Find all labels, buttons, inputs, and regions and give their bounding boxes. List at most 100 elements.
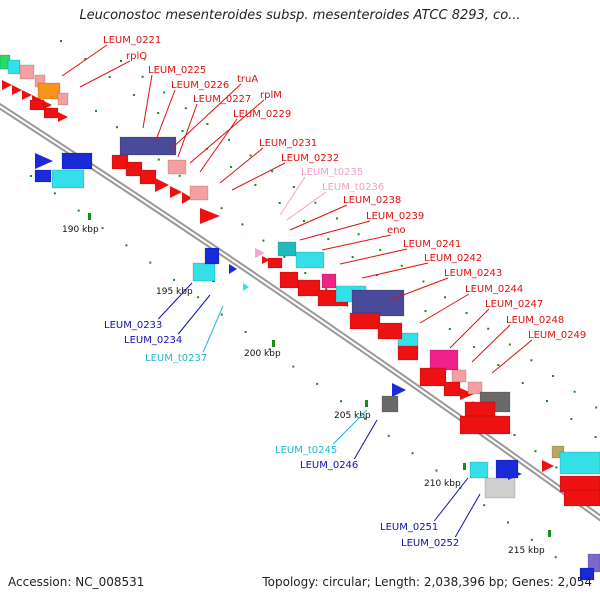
tick-dot: [552, 375, 554, 377]
leader-line: [471, 324, 511, 363]
gene-block: [469, 461, 489, 479]
map-title: Leuconostoc mesenteroides subsp. mesente…: [79, 8, 521, 23]
gene-label-leum-0244: LEUM_0244: [465, 284, 523, 295]
gene-label-leum-0234: LEUM_0234: [124, 335, 182, 346]
tick-dot: [95, 110, 97, 112]
gene-block: [29, 99, 45, 111]
gene-label-leum-0251: LEUM_0251: [380, 522, 438, 533]
leader-line: [202, 305, 224, 353]
tick-dot: [424, 310, 427, 312]
gene-block: [429, 349, 459, 371]
tick-dot: [220, 313, 223, 316]
tick-dot: [149, 261, 152, 264]
gene-block: [125, 161, 143, 177]
gene-label-leum-t0235: LEUM_t0235: [301, 167, 363, 178]
gene-arrow: [42, 100, 52, 110]
leader-line: [339, 248, 408, 265]
gene-arrow: [58, 112, 68, 122]
tick-dot: [521, 382, 524, 384]
gene-label-leum-0242: LEUM_0242: [424, 253, 482, 264]
gene-label-leum-t0245: LEUM_t0245: [275, 445, 337, 456]
leader-line: [449, 308, 490, 349]
gene-block: [459, 415, 511, 435]
tick-dot: [184, 107, 187, 110]
topology-summary: Topology: circular; Length: 2,038,396 bp…: [262, 575, 592, 589]
tick-dot: [357, 233, 360, 236]
tick-dot: [387, 434, 390, 437]
gene-arrow: [155, 178, 169, 192]
tick-dot: [125, 244, 128, 247]
gene-arrow: [229, 264, 237, 274]
gene-arrow: [262, 256, 270, 264]
tick-dot: [249, 154, 252, 157]
tick-dot: [53, 192, 56, 195]
gene-block: [467, 381, 483, 395]
gene-label-leum-0221: LEUM_0221: [103, 35, 161, 46]
tick-dot: [314, 201, 317, 204]
gene-block: [397, 345, 419, 361]
tick-dot: [363, 417, 366, 420]
gene-label-rplm: rplM: [260, 90, 282, 101]
gene-block: [192, 262, 216, 282]
tick-dot: [241, 223, 244, 226]
leader-line: [199, 118, 238, 173]
tick-dot: [435, 469, 438, 472]
tick-dot: [120, 60, 122, 62]
tick-dot: [292, 186, 295, 188]
tick-dot: [487, 327, 490, 330]
tick-dot: [173, 278, 176, 281]
gene-arrow: [460, 388, 474, 400]
tick-label: 210 kbp: [424, 479, 461, 489]
tick-dot: [30, 175, 32, 177]
gene-arrow: [2, 80, 12, 90]
leader-line: [189, 99, 265, 164]
tick-dot: [220, 207, 223, 210]
tick-dot: [228, 138, 230, 141]
gene-block: [204, 247, 220, 265]
gene-label-leum-0248: LEUM_0248: [506, 315, 564, 326]
gene-block: [167, 159, 187, 175]
leader-line: [169, 83, 242, 151]
gene-label-leum-0241: LEUM_0241: [403, 239, 461, 250]
gene-block: [443, 381, 461, 397]
gene-label-leum-0246: LEUM_0246: [300, 460, 358, 471]
leader-line: [361, 262, 429, 279]
gene-arrow: [12, 85, 22, 95]
major-tick: [88, 213, 91, 220]
tick-dot: [157, 158, 160, 161]
leader-line: [299, 220, 371, 241]
tick-dot: [271, 170, 274, 173]
tick-dot: [304, 272, 307, 274]
tick-dot: [497, 364, 500, 366]
gene-block: [37, 82, 61, 100]
tick-label: 205 kbp: [334, 411, 371, 421]
tick-dot: [422, 280, 425, 283]
leader-line: [321, 234, 392, 251]
tick-dot: [268, 348, 271, 351]
gene-label-rplq: rplQ: [126, 51, 147, 62]
leader-line: [491, 339, 533, 374]
gene-label-leum-0239: LEUM_0239: [366, 211, 424, 222]
gene-block: [349, 312, 381, 330]
tick-dot: [573, 390, 576, 393]
tick-dot: [244, 330, 247, 333]
gene-arrow: [200, 208, 220, 224]
leader-line: [157, 282, 193, 320]
tick-dot: [594, 436, 597, 438]
leader-line: [231, 162, 286, 191]
tick-dot: [351, 256, 354, 258]
gene-block: [277, 241, 297, 257]
leader-line: [279, 176, 306, 216]
gene-block: [563, 489, 600, 507]
gene-label-leum-0252: LEUM_0252: [401, 538, 459, 549]
tick-dot: [325, 288, 328, 291]
tick-dot: [254, 184, 257, 186]
gene-arrow: [22, 90, 32, 100]
tick-dot: [534, 450, 537, 453]
gene-label-leum-0229: LEUM_0229: [233, 109, 291, 120]
tick-dot: [340, 400, 343, 403]
tick-dot: [507, 521, 509, 524]
tick-dot: [473, 346, 476, 348]
tick-dot: [379, 249, 382, 251]
gene-label-leum-0225: LEUM_0225: [148, 65, 206, 76]
